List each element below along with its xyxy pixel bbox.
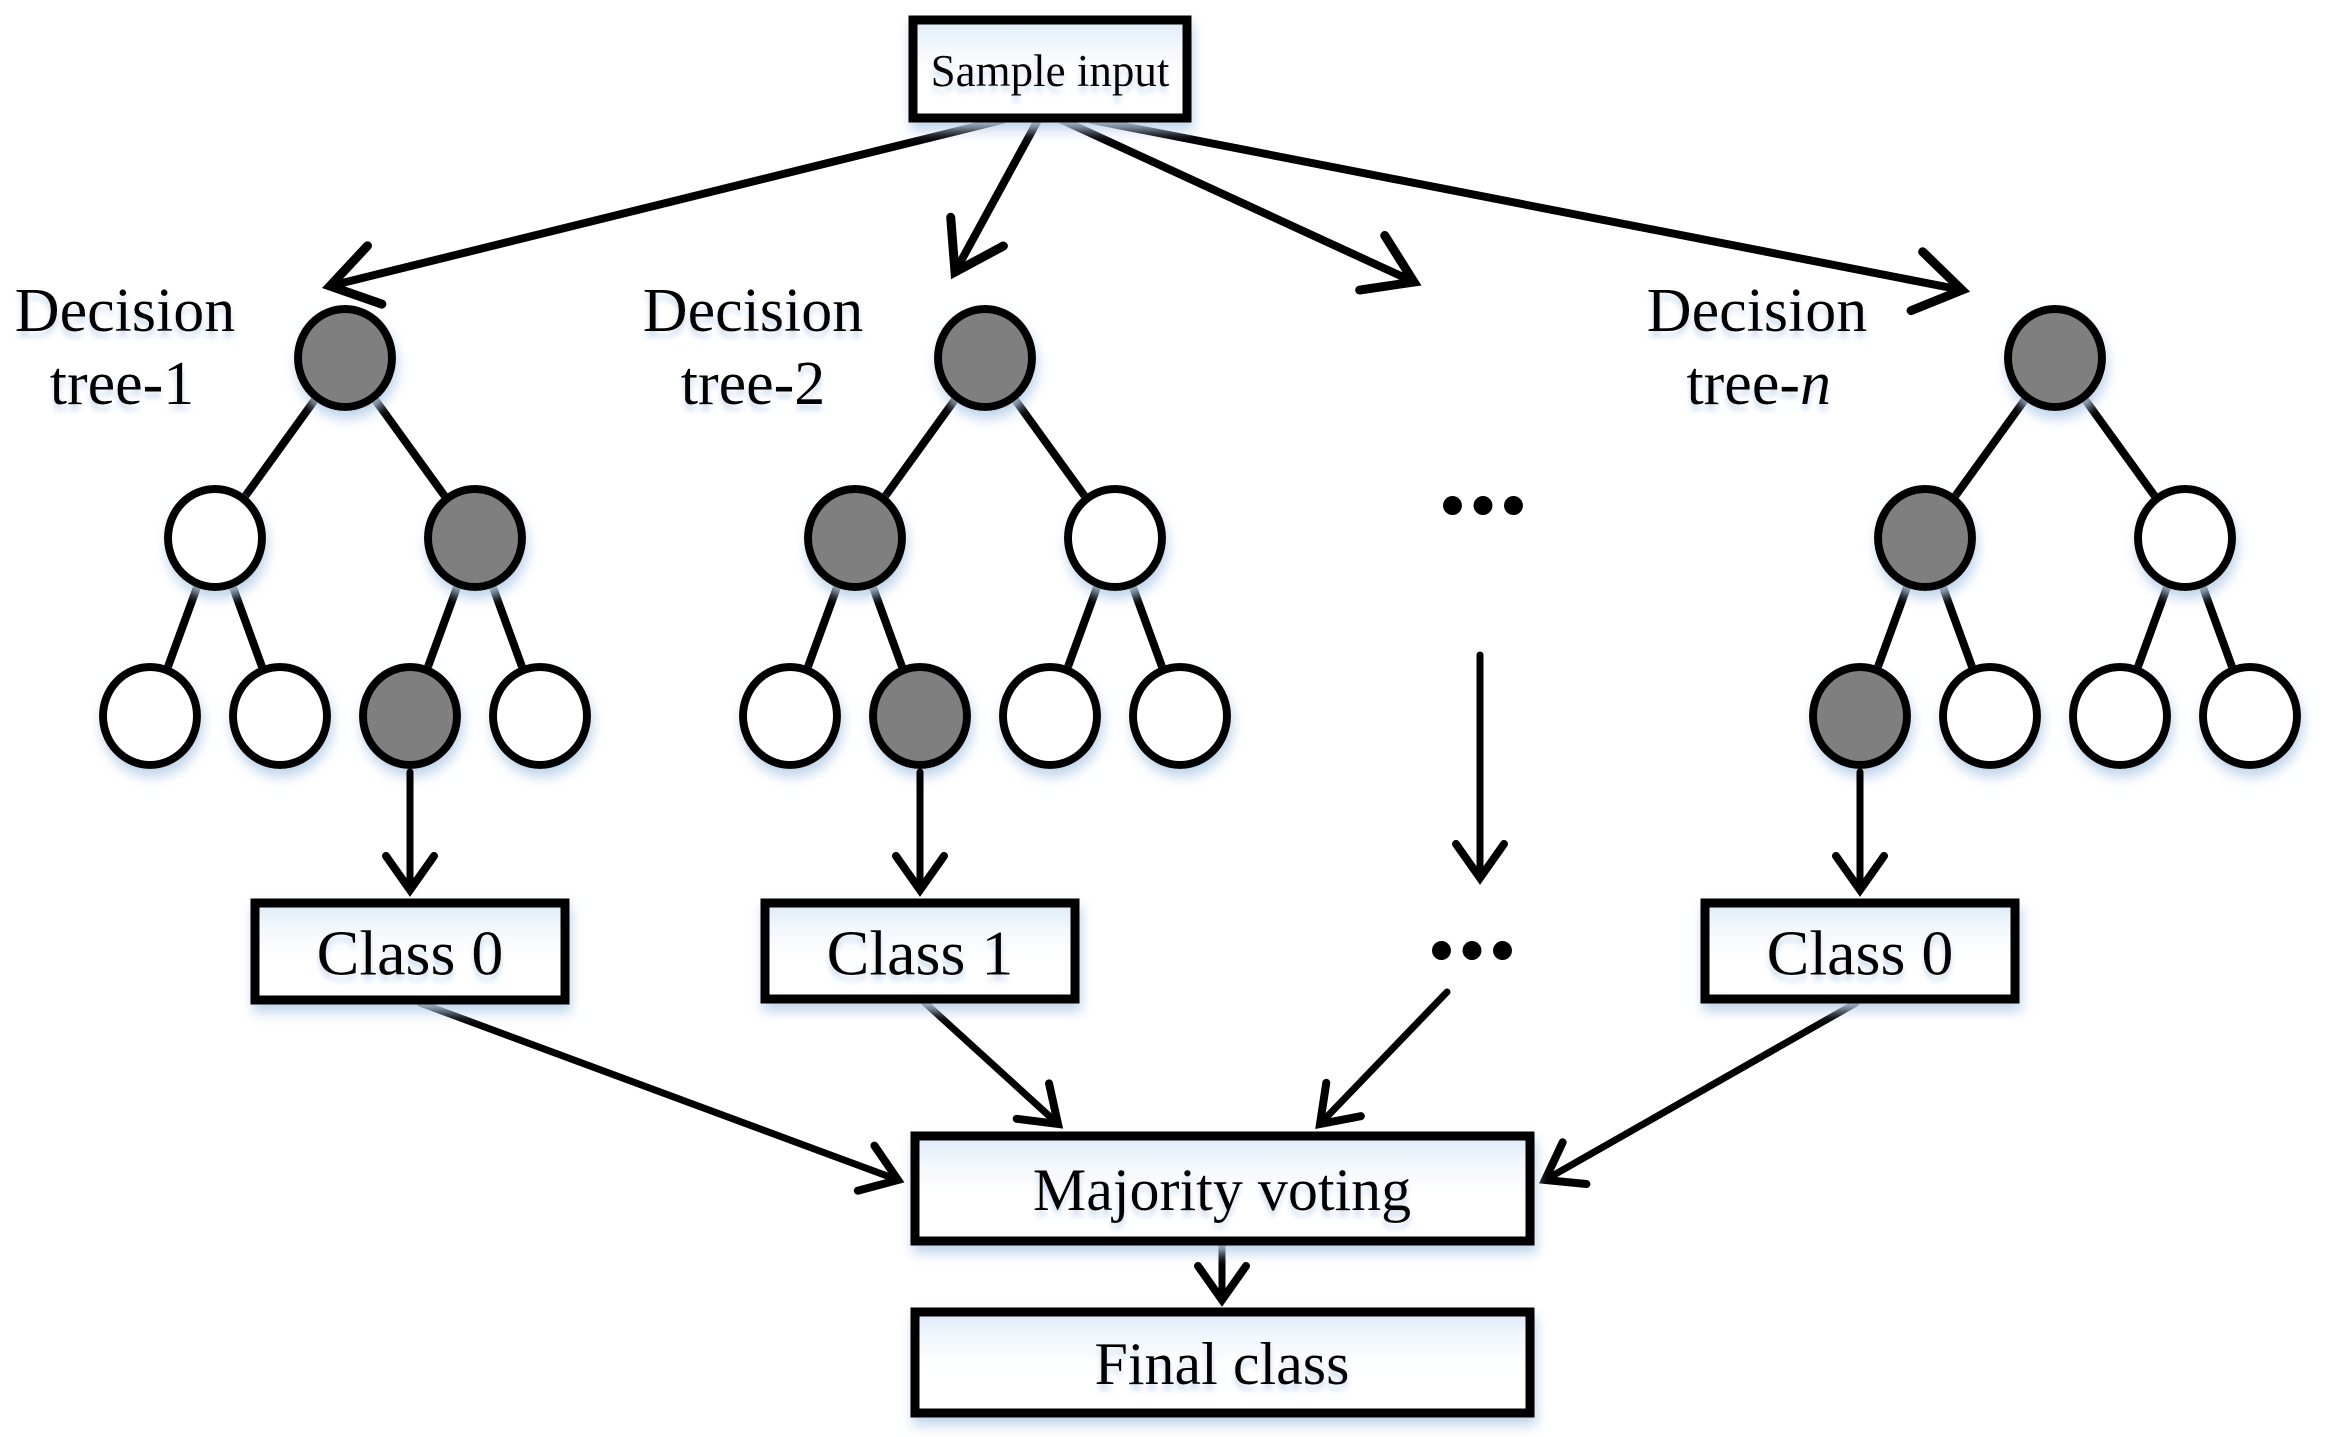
arrow-sample-to-middle	[1058, 116, 1422, 295]
tree-n-label-line1: Decision	[1647, 277, 1867, 345]
tree1-leaf3-node	[359, 663, 461, 769]
tree1-label-line1: Decision	[15, 277, 235, 345]
tree-n-leaf4-node	[2199, 663, 2301, 769]
arrow-class0-tree-n-to-voting	[1538, 999, 1860, 1189]
arrow-class0-tree1-to-voting	[416, 999, 905, 1195]
arrow-sample-to-tree-n	[1088, 116, 1971, 316]
tree-n-right-node	[2134, 485, 2236, 591]
tree-n-leaf1-node	[1809, 663, 1911, 769]
class-result-label-tree-n: Class 0	[1767, 918, 1954, 989]
tree2-nodes	[739, 305, 1231, 769]
sample-input-box	[908, 15, 1192, 123]
class1-box-tree2	[760, 898, 1080, 1004]
tree1-nodes	[99, 305, 591, 769]
tree2-leaf2-node	[869, 663, 971, 769]
tree2-label-line1: Decision	[643, 277, 863, 345]
arrow-sample-to-tree1	[322, 116, 1006, 309]
tree1-leaf2-node	[229, 663, 331, 769]
tree2-root-node	[934, 305, 1036, 411]
tree-n-label-line2-n: n	[1800, 350, 1831, 418]
final-class-label: Final class	[1095, 1331, 1350, 1397]
tree-n-nodes	[1809, 305, 2301, 769]
tree2-leaf3-node	[999, 663, 1101, 769]
ellipsis-icon-top: •••	[1440, 468, 1532, 545]
tree-n-label-line2-prefix: tree-	[1686, 350, 1800, 418]
tree1-leaf4-node	[489, 663, 591, 769]
arrow-sample-to-tree2	[946, 116, 1042, 280]
tree2-label-line2: tree-2	[681, 350, 826, 418]
tree-n-root-node	[2004, 305, 2106, 411]
class-result-label-tree2: Class 1	[827, 918, 1014, 989]
final-class-box	[910, 1307, 1535, 1418]
class-result-label-tree1: Class 0	[317, 918, 504, 989]
tree-n-left-node	[1874, 485, 1976, 591]
ellipsis-icon-middle: •••	[1429, 913, 1521, 990]
sample-input-label: Sample input	[931, 46, 1170, 96]
tree2-leaf1-node	[739, 663, 841, 769]
tree2-leaf4-node	[1129, 663, 1231, 769]
tree1-root-node	[294, 305, 396, 411]
tree1-label-line2: tree-1	[50, 350, 195, 418]
tree1-leaf1-node	[99, 663, 201, 769]
majority-voting-label: Majority voting	[1033, 1157, 1411, 1223]
class0-box-tree-n	[1700, 898, 2020, 1004]
tree-n-leaf2-node	[1939, 663, 2041, 769]
arrow-class1-tree2-to-voting	[919, 997, 1064, 1129]
arrow-middle-to-voting	[1315, 988, 1451, 1129]
majority-voting-box	[910, 1131, 1535, 1246]
tree1-left-node	[164, 485, 266, 591]
class0-box-tree1	[250, 898, 570, 1005]
tree-n-leaf3-node	[2069, 663, 2171, 769]
tree2-left-node	[804, 485, 906, 591]
tree2-right-node	[1064, 485, 1166, 591]
tree1-right-node	[424, 485, 526, 591]
